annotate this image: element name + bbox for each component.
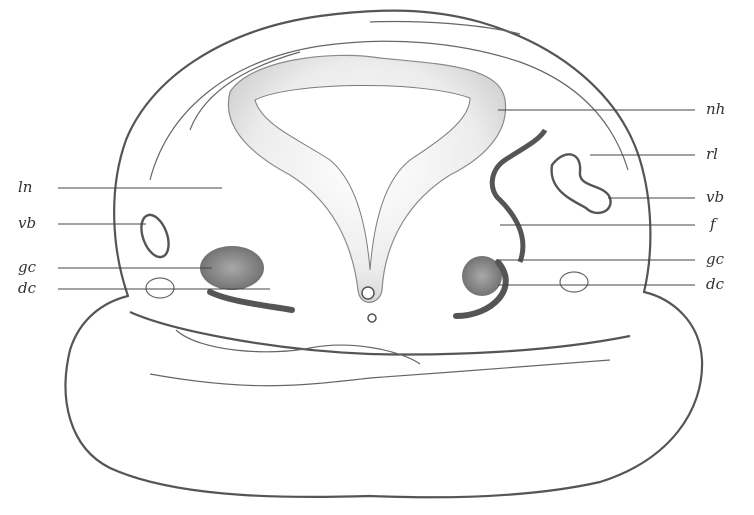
ventral-lower-line <box>150 360 610 386</box>
aorta-dot <box>368 314 376 322</box>
label-vb-right: vb <box>706 188 724 206</box>
label-nh: nh <box>706 100 725 118</box>
label-gc-left: gc <box>18 258 37 276</box>
label-f: f <box>709 215 718 233</box>
duct-left <box>210 292 292 310</box>
label-ln: ln <box>18 178 32 196</box>
label-dc-left: dc <box>18 279 37 297</box>
vessel-right <box>552 154 611 213</box>
vessel-left <box>136 211 174 261</box>
label-gc-right: gc <box>706 250 725 268</box>
notochord <box>362 287 374 299</box>
label-rl: rl <box>706 145 718 163</box>
label-dc-right: dc <box>706 275 725 293</box>
clear-oval-left <box>146 278 174 298</box>
clear-oval-right <box>560 272 588 292</box>
tube-right <box>492 130 545 262</box>
label-vb-left: vb <box>18 214 36 232</box>
ventral-inner-outline <box>130 312 630 354</box>
